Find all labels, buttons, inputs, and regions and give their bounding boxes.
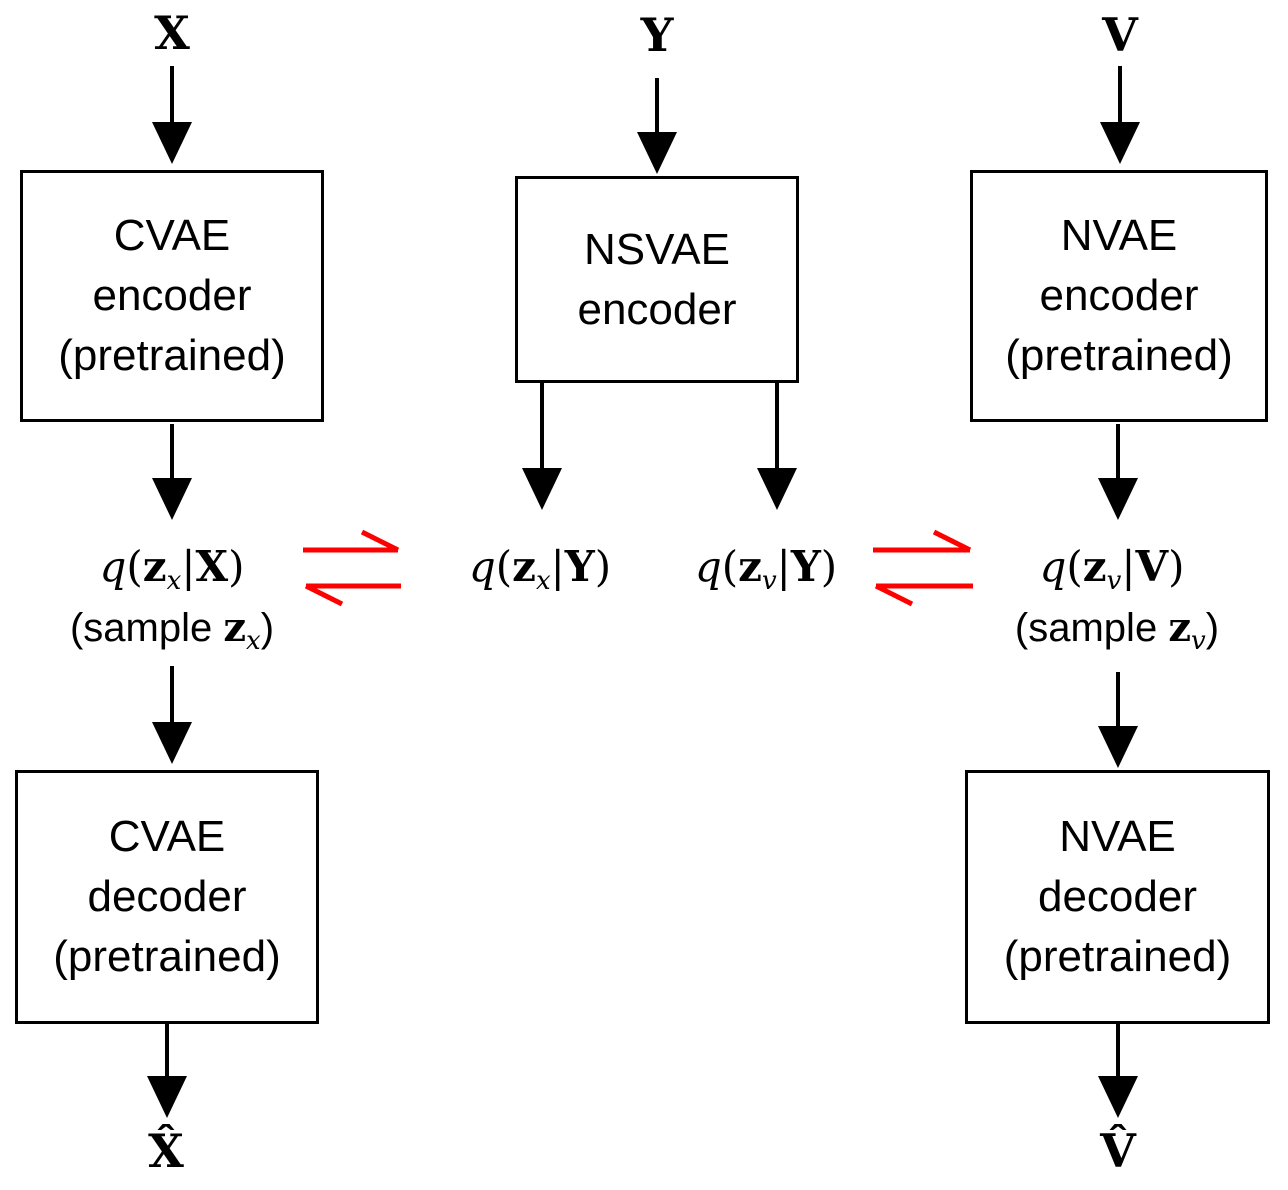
nsvae-encoder-box: NSVAE encoder [515,176,799,383]
arrow-y-to-nsvae-encoder [637,78,677,174]
arrow-nvae-encoder-to-qzv [1098,424,1138,520]
nsvae-encoder-label: NSVAE encoder [577,224,737,334]
arrow-cvae-encoder-to-qzx [152,424,192,520]
cvae-encoder-label: CVAE encoder (pretrained) [58,211,286,380]
sample-zx-label: (sample zx) [69,604,275,656]
cvae-decoder-box: CVAE decoder (pretrained) [15,770,319,1024]
dist-q-zx-given-y: q(zx|Y) [468,542,612,596]
nvae-decoder-label: NVAE decoder (pretrained) [1003,812,1232,981]
dist-q-zv-given-v: q(zv|V) [1039,542,1185,596]
nvae-decoder-box: NVAE decoder (pretrained) [965,770,1270,1024]
arrow-sample-zx-to-cvae-decoder [152,666,192,764]
input-y-label: Y [640,8,674,62]
arrow-v-to-nvae-encoder [1100,66,1140,164]
nvae-encoder-label: NVAE encoder (pretrained) [1005,211,1233,380]
alignment-arrows-right [873,529,973,607]
arrow-x-to-cvae-encoder [152,66,192,164]
cvae-decoder-label: CVAE decoder (pretrained) [53,812,281,981]
dist-q-zx-given-x: q(zx|X) [99,542,245,596]
dist-q-zv-given-y: q(zv|Y) [694,542,838,596]
input-x-label: X [154,6,190,60]
output-x-hat-label: X̂ [148,1124,184,1178]
cvae-encoder-box: CVAE encoder (pretrained) [20,170,324,422]
input-v-label: V [1102,8,1138,62]
arrow-cvae-decoder-to-x-hat [147,1024,187,1118]
arrow-sample-zv-to-nvae-decoder [1098,672,1138,768]
nvae-encoder-box: NVAE encoder (pretrained) [970,170,1268,422]
arrow-nsvae-encoder-to-qzv-y [757,383,797,510]
alignment-arrows-left [303,529,401,607]
arrow-nsvae-encoder-to-qzx-y [522,383,562,510]
sample-zv-label: (sample zv) [1014,604,1220,656]
arrow-nvae-decoder-to-v-hat [1098,1024,1138,1118]
output-v-hat-label: V̂ [1100,1124,1136,1178]
